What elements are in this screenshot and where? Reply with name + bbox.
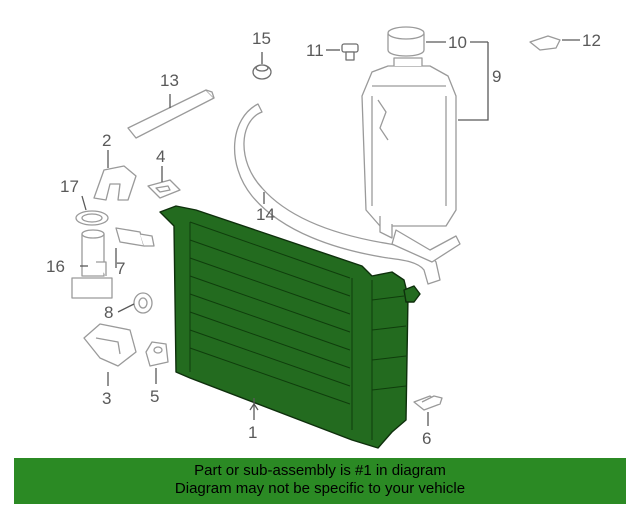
clip-part-12[interactable] xyxy=(529,35,561,51)
callout-2: 2 xyxy=(102,131,111,150)
radiator-part-1[interactable] xyxy=(159,205,421,449)
part-info-banner: Part or sub-assembly is #1 in diagram Di… xyxy=(14,458,626,504)
callout-17: 17 xyxy=(60,177,79,196)
callout-11: 11 xyxy=(306,41,324,60)
callout-16: 16 xyxy=(46,257,65,276)
banner-line-2: Diagram may not be specific to your vehi… xyxy=(174,480,466,497)
plug-part-15[interactable] xyxy=(252,64,272,80)
drain-fitting-part-16[interactable] xyxy=(71,229,113,299)
banner-line-1: Part or sub-assembly is #1 in diagram xyxy=(194,462,446,479)
callout-6: 6 xyxy=(422,429,431,448)
callout-5: 5 xyxy=(150,387,159,406)
callout-3: 3 xyxy=(102,389,111,408)
callout-1: 1 xyxy=(248,423,257,442)
bolt-part-11[interactable] xyxy=(341,43,359,61)
o-ring-part-17[interactable] xyxy=(75,210,109,226)
callout-13: 13 xyxy=(160,71,179,90)
drain-plug-part-6[interactable] xyxy=(413,395,443,411)
bracket-part-2[interactable] xyxy=(93,165,137,201)
sensor-part-7[interactable] xyxy=(115,227,155,247)
callout-14: 14 xyxy=(256,205,275,224)
tank-cap-part-10[interactable] xyxy=(387,26,425,57)
callout-7: 7 xyxy=(116,259,125,278)
seal-strip-part-13[interactable] xyxy=(127,89,215,139)
mount-part-4[interactable] xyxy=(147,179,181,199)
expansion-tank-part-9[interactable] xyxy=(361,57,461,263)
callout-15: 15 xyxy=(252,29,271,48)
callout-10: 10 xyxy=(448,33,467,52)
callout-8: 8 xyxy=(104,303,113,322)
washer-part-8[interactable] xyxy=(133,292,153,314)
upper-hose-part-14[interactable] xyxy=(233,103,441,285)
callout-9: 9 xyxy=(492,67,501,86)
rubber-mount-part-5[interactable] xyxy=(145,341,169,367)
parts-diagram: 1 2 3 4 5 6 7 8 9 10 11 12 13 14 15 16 1… xyxy=(46,26,601,449)
callout-12: 12 xyxy=(582,31,601,50)
callout-labels: 1 2 3 4 5 6 7 8 9 10 11 12 13 14 15 16 1… xyxy=(46,29,601,448)
lower-bracket-part-3[interactable] xyxy=(83,323,137,367)
callout-4: 4 xyxy=(156,147,165,166)
leader-lines xyxy=(80,39,580,426)
